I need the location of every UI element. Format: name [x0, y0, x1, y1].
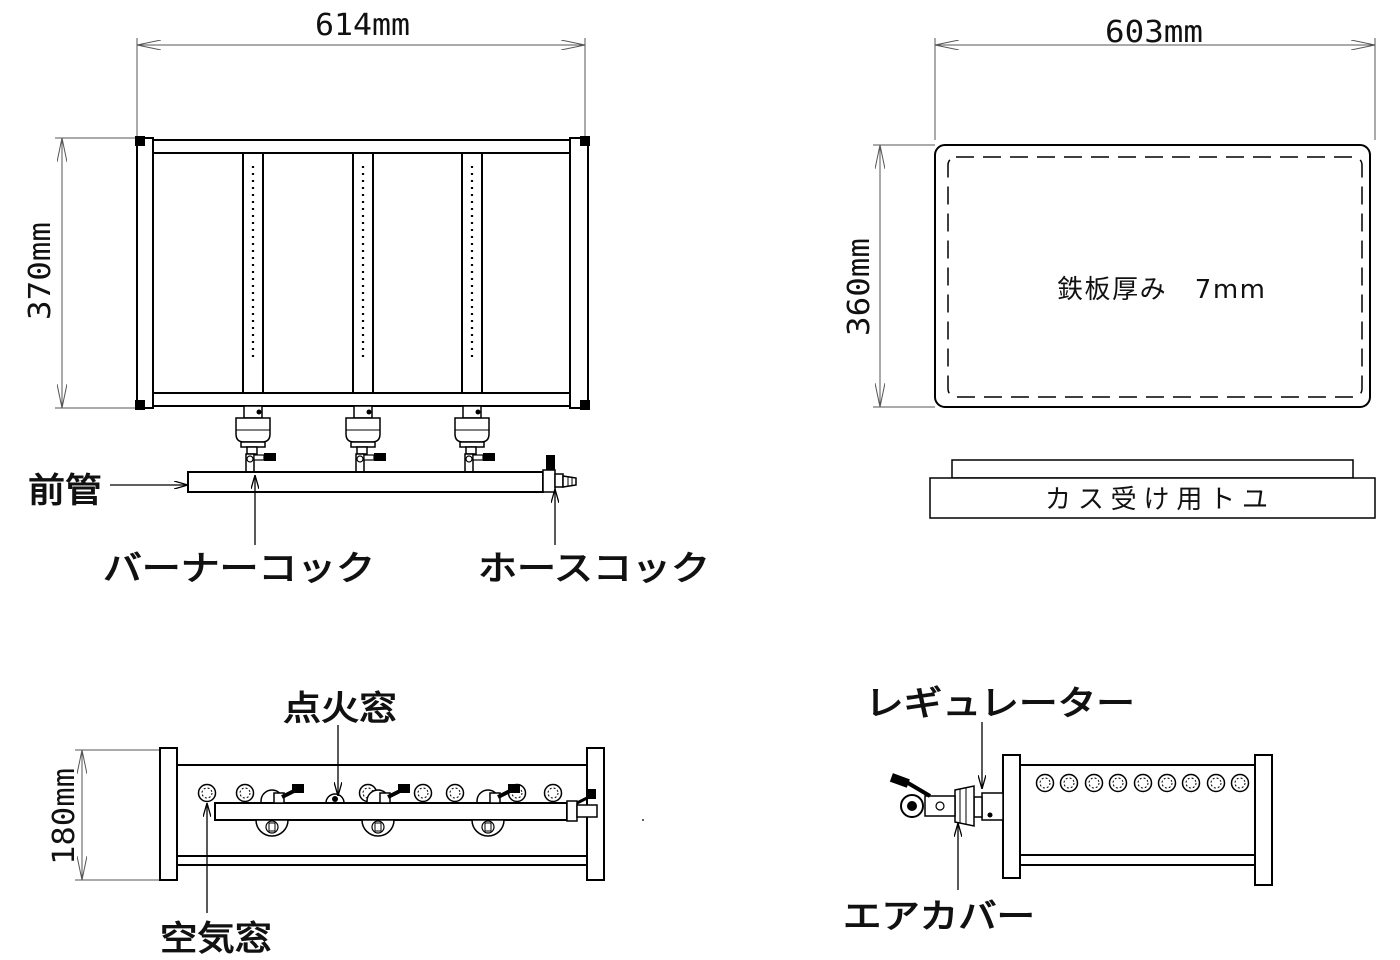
- width-dimension: 614mm: [136, 8, 586, 138]
- air-window: [543, 783, 563, 803]
- bottom-rail: [1019, 854, 1256, 866]
- ignition-window-label: 点火窓: [283, 689, 397, 729]
- right-end-plate: [1254, 754, 1273, 886]
- left-end-plate: [159, 747, 178, 881]
- corner-bracket: [580, 400, 590, 410]
- hose-cock-label: ホースコック: [478, 549, 710, 589]
- hose-cock: [542, 455, 577, 493]
- regulator-label: レギュレーター: [865, 684, 1135, 724]
- front-pipe: [187, 471, 544, 493]
- ignition-window-dot: [332, 796, 338, 802]
- air-window: [1181, 773, 1201, 793]
- hose-cock-handle: [586, 789, 596, 799]
- corner-bracket: [135, 136, 145, 146]
- hose-cock-body: [542, 469, 556, 493]
- left-end-plate: [1002, 754, 1021, 879]
- hose-cock-body: [566, 800, 578, 822]
- bottom-rail: [176, 855, 588, 866]
- burner-cock-1: [235, 405, 277, 473]
- plate-depth-dimension: 360mm: [842, 144, 935, 408]
- air-window: [197, 783, 217, 803]
- burner-cock-3: [454, 405, 496, 473]
- burner-tube: [242, 152, 264, 394]
- air-window: [1230, 773, 1250, 793]
- air-cover-label: エアカバー: [843, 897, 1035, 937]
- side-burner-cock: [889, 773, 956, 818]
- cock-lever-tip: [889, 773, 910, 788]
- iron-plate: [934, 144, 1371, 408]
- width-value: 614mm: [315, 8, 410, 43]
- plate-thickness-label: 鉄板厚み 7mm: [1057, 275, 1265, 305]
- grease-tray: カス受け用トユ: [929, 459, 1376, 519]
- hose-cock-side: [566, 789, 598, 822]
- hose-cock-lever: [576, 795, 590, 805]
- air-cover: [954, 785, 975, 827]
- side-view: レギュレーター エアカバー: [843, 684, 1273, 937]
- front-view: 180mm 点火窓 空気窓: [47, 689, 644, 959]
- hose-cock-handle: [546, 455, 555, 470]
- burner-cock-2: [345, 405, 387, 473]
- burner-tube: [352, 152, 374, 394]
- grease-tray-label: カス受け用トユ: [1045, 485, 1268, 515]
- front-pipe-side: [214, 802, 568, 821]
- hose-nozzle: [562, 475, 577, 488]
- air-window: [413, 783, 433, 803]
- plate-width-dimension: 603mm: [934, 15, 1376, 140]
- tray-rim: [951, 459, 1354, 479]
- air-window: [1133, 773, 1153, 793]
- hose-nozzle: [576, 804, 598, 818]
- griddle-plate-view: 603mm 360mm 鉄板厚み 7mm カス受け用トユ: [842, 15, 1376, 519]
- plate-inner-outline: [947, 156, 1363, 398]
- regulator-neck: [973, 796, 983, 818]
- height-value: 180mm: [47, 768, 82, 865]
- plate-width-value: 603mm: [1105, 15, 1203, 50]
- air-window: [1157, 773, 1177, 793]
- regulator-body: [981, 792, 1004, 821]
- regulator-assembly: [954, 785, 1004, 827]
- cock-lever: [906, 781, 932, 798]
- left-post: [136, 137, 154, 409]
- stray-dot: [642, 819, 644, 821]
- air-window: [1084, 773, 1104, 793]
- air-window: [445, 783, 465, 803]
- regulator-screw: [987, 812, 993, 818]
- burner-cock-label: バーナーコック: [103, 549, 375, 589]
- depth-dimension: 370mm: [23, 137, 137, 409]
- front-pipe-label: 前管: [28, 471, 102, 511]
- air-window: [1059, 773, 1079, 793]
- corner-bracket: [135, 400, 145, 410]
- air-window-label: 空気窓: [160, 919, 272, 959]
- top-rail: [152, 139, 571, 154]
- cock-valve: [935, 801, 945, 811]
- tray-body: [929, 477, 1376, 519]
- air-window: [1108, 773, 1128, 793]
- cock-knob-center: [907, 801, 917, 811]
- corner-bracket: [580, 136, 590, 146]
- burner-tube: [461, 152, 483, 394]
- air-window: [1035, 773, 1055, 793]
- air-window: [235, 783, 255, 803]
- air-window: [1206, 773, 1226, 793]
- right-post: [569, 137, 589, 409]
- height-dimension: 180mm: [47, 749, 160, 881]
- hose-cock-joint: [554, 473, 564, 488]
- top-view: 614mm 370mm: [23, 8, 710, 589]
- bottom-rail: [152, 392, 571, 407]
- plate-depth-value: 360mm: [842, 238, 877, 336]
- depth-value: 370mm: [23, 222, 58, 320]
